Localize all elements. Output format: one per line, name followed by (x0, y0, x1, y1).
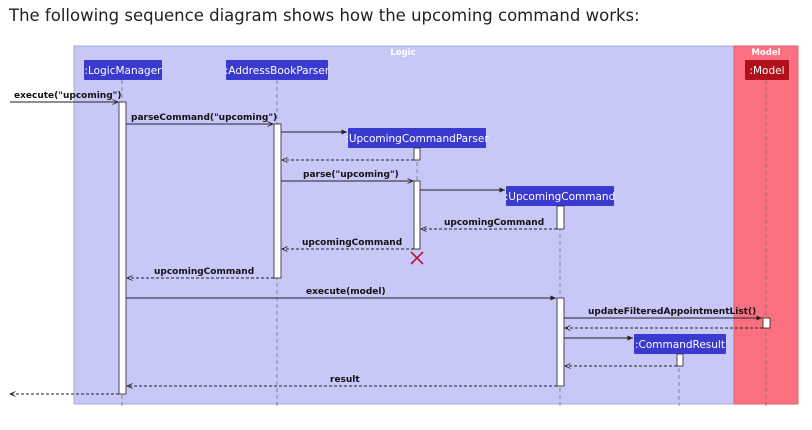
participant-model-label: :Model (749, 65, 784, 77)
model-frame (733, 45, 799, 405)
participant-logic-manager (84, 60, 162, 80)
diagram-caption: The following sequence diagram shows how… (9, 6, 640, 25)
participant-address-book-parser-label: :AddressBookParser (225, 65, 330, 77)
return-result-label: result (330, 375, 360, 385)
participant-command-result (634, 334, 726, 354)
msg-update-filtered-label: updateFilteredAppointmentList() (588, 307, 756, 317)
return-upcoming-command-3-label: upcomingCommand (154, 267, 254, 277)
participant-upcoming-command-parser-label: :UpcomingCommandParser (345, 133, 489, 145)
participant-command-result-label: :CommandResult (635, 339, 725, 351)
participant-upcoming-command-parser (348, 128, 486, 148)
msg-parse-command-label: parseCommand("upcoming") (131, 113, 277, 123)
activation-upcoming-command-parser-2 (413, 180, 421, 250)
msg-execute-model-label: execute(model) (306, 287, 386, 297)
participant-logic-manager-label: :LogicManager (84, 65, 162, 77)
activation-model (762, 317, 771, 329)
msg-execute-upcoming-label: execute("upcoming") (14, 91, 121, 101)
participant-upcoming-command-label: :UpcomingCommand (505, 191, 616, 203)
model-frame-title: Model (751, 48, 780, 58)
activation-upcoming-command-parser-1 (413, 147, 421, 161)
participant-upcoming-command (506, 186, 614, 206)
activation-upcoming-command-1 (556, 205, 565, 230)
return-upcoming-command-1-label: upcomingCommand (444, 218, 544, 228)
msg-parse-upcoming-label: parse("upcoming") (303, 170, 399, 180)
participant-model (745, 60, 789, 80)
activation-command-result (676, 353, 684, 367)
destroy-mark-icon (410, 251, 424, 265)
logic-frame-title: Logic (390, 48, 415, 58)
activation-address-book-parser (273, 123, 282, 279)
return-upcoming-command-2-label: upcomingCommand (302, 238, 402, 248)
activation-upcoming-command-2 (556, 297, 565, 387)
participant-address-book-parser (226, 60, 328, 80)
activation-logic-manager (118, 101, 127, 395)
